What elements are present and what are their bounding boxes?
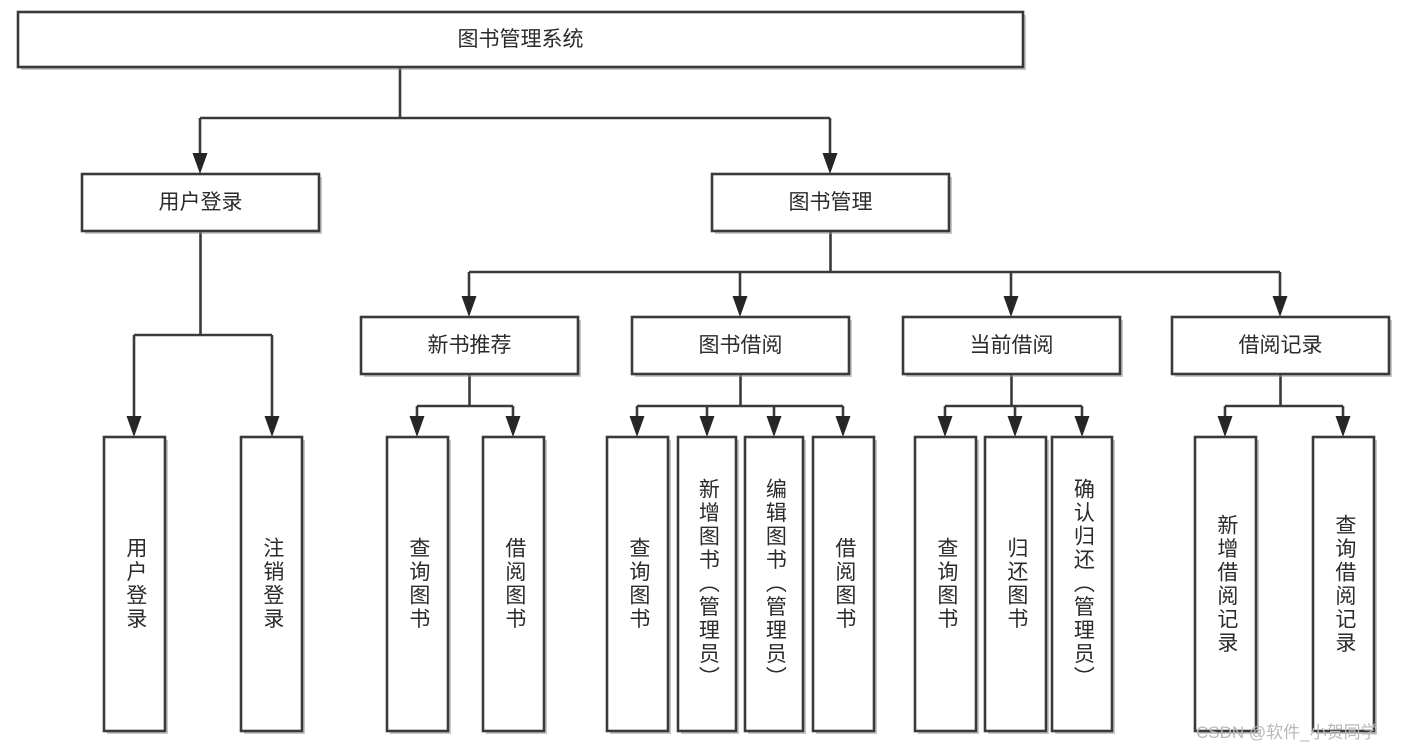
node-leaf-query-book-1[interactable] [385, 435, 450, 733]
node-label-user-login: 用户登录 [159, 191, 243, 214]
node-borrow-record[interactable] [1170, 315, 1391, 376]
node-box-layer [16, 10, 1392, 734]
csdn-watermark: CSDN @软件_小贺同学 [1196, 723, 1378, 742]
node-leaf-user-logout[interactable] [239, 435, 304, 733]
node-label-book-borrow: 图书借阅 [699, 334, 783, 357]
node-leaf-edit-book[interactable] [743, 435, 805, 733]
node-user-login[interactable] [80, 172, 321, 233]
node-root[interactable] [16, 10, 1025, 69]
node-label-root: 图书管理系统 [458, 28, 584, 51]
node-leaf-borrow-book-1[interactable] [481, 435, 546, 733]
node-leaf-user-login[interactable] [102, 435, 167, 733]
node-book-manage[interactable] [710, 172, 951, 233]
node-label-book-manage: 图书管理 [789, 191, 873, 214]
node-new-book-rec[interactable] [359, 315, 580, 376]
node-leaf-return-book[interactable] [983, 435, 1048, 733]
node-leaf-borrow-book-2[interactable] [811, 435, 876, 733]
node-current-borrow[interactable] [901, 315, 1122, 376]
node-leaf-add-book[interactable] [676, 435, 738, 733]
node-label-borrow-record: 借阅记录 [1239, 334, 1323, 357]
node-leaf-confirm-return[interactable] [1050, 435, 1114, 733]
node-leaf-query-book-2[interactable] [605, 435, 670, 733]
node-leaf-query-record[interactable] [1311, 435, 1376, 733]
connector-layer [126, 67, 1351, 437]
node-leaf-add-record[interactable] [1193, 435, 1258, 733]
node-leaf-query-book-3[interactable] [913, 435, 978, 733]
node-book-borrow[interactable] [630, 315, 851, 376]
node-label-new-book-rec: 新书推荐 [428, 334, 512, 357]
node-label-current-borrow: 当前借阅 [970, 334, 1054, 357]
